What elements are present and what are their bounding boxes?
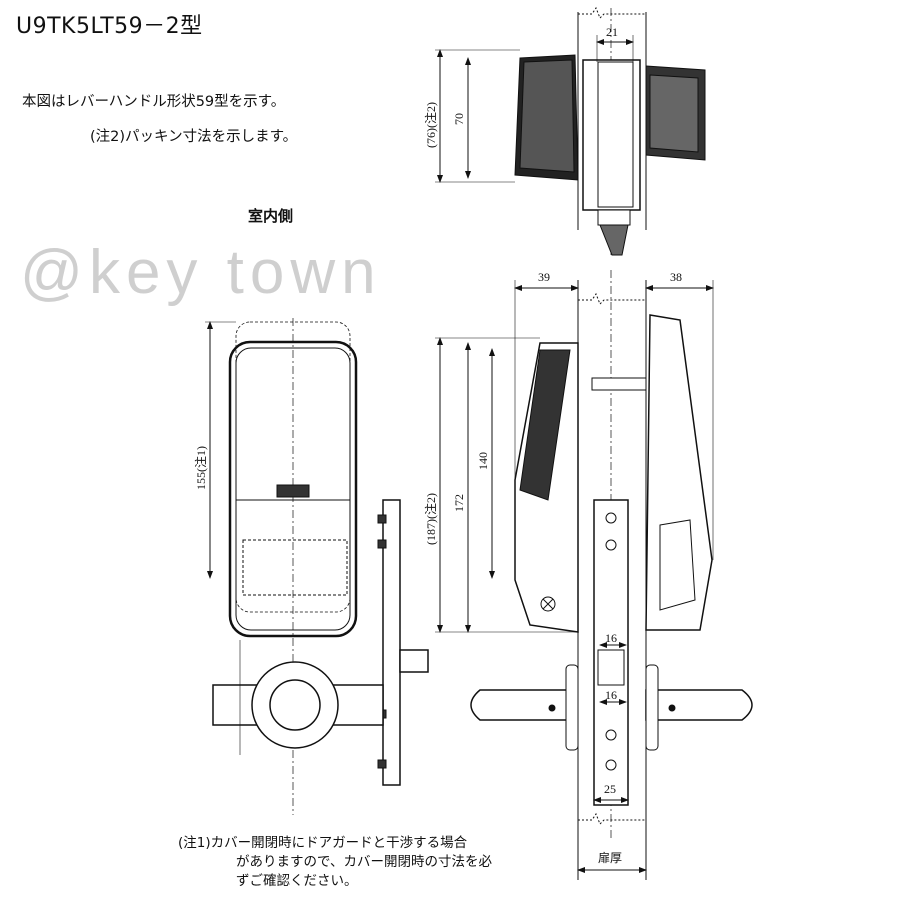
dim-door-thickness: 扉厚 [598,851,622,865]
dim-indoor-depth: 39 [538,270,550,284]
dim-top-packing: (76)(注2) [423,102,438,148]
dim-top-height: 70 [452,113,466,125]
dim-172: 172 [452,494,466,512]
footnote-line3: ずご確認ください。 [236,873,358,889]
footnote-line1: (注1)カバー開閉時にドアガードと干渉する場合 [178,835,468,851]
note-packing: (注2)パッキン寸法を示します。 [90,129,298,145]
footnote-line2: がありますので、カバー開閉時の寸法を必 [236,854,492,870]
footnote: (注1)カバー開閉時にドアガードと干渉する場合 がありますので、カバー開閉時の寸… [178,834,492,891]
dim-187: (187)(注2) [423,493,438,545]
dimension-labels: 21 70 (76)(注2) 155(注1) 39 38 140 172 (18… [193,25,682,865]
dim-top-plate: 21 [606,25,618,39]
front-view [205,318,429,815]
dim-strike-16a: 16 [605,631,617,645]
dim-case-25: 25 [604,782,616,796]
top-view [435,6,706,256]
dim-front-height: 155(注1) [193,446,208,490]
side-view [435,270,753,880]
note-lever-shape: 本図はレバーハンドル形状59型を示す。 [22,94,286,110]
dim-140: 140 [476,452,490,470]
indoor-side-label: 室内側 [248,207,294,225]
dim-outdoor-depth: 38 [670,270,682,284]
watermark: @key town [20,238,382,307]
dim-strike-16b: 16 [605,688,617,702]
model-title: U9TK5LT59－2型 [16,14,203,39]
